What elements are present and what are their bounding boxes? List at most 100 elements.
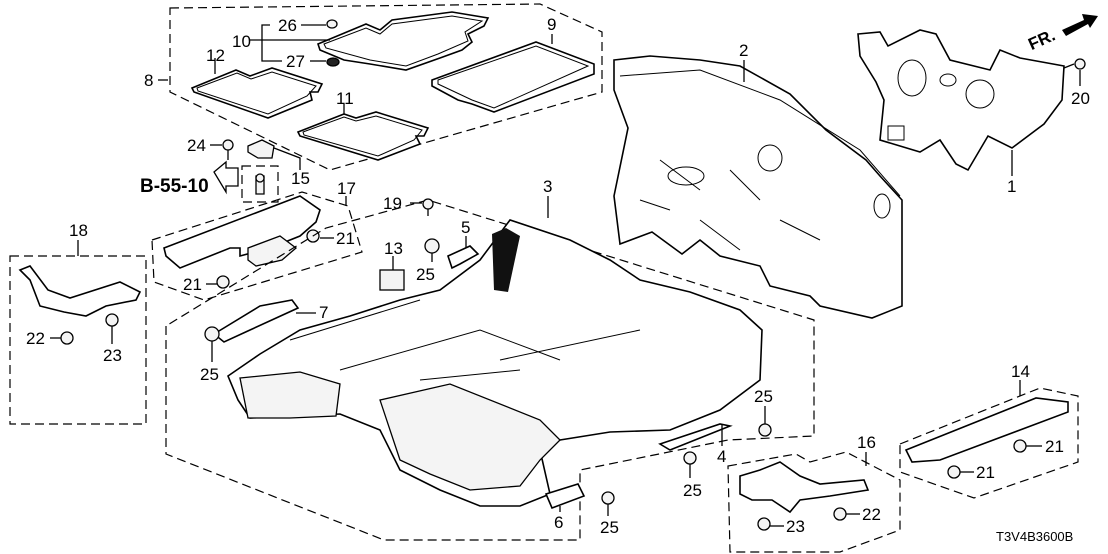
clip-25[interactable] bbox=[758, 423, 772, 437]
front-direction-label: FR. bbox=[1025, 26, 1058, 54]
kick-panel-16[interactable] bbox=[739, 461, 870, 514]
callout-26: 26 bbox=[278, 16, 297, 35]
dashboard-insulator[interactable] bbox=[613, 55, 903, 319]
kick-panel-16-group bbox=[727, 451, 901, 553]
callout-12: 12 bbox=[206, 46, 225, 65]
callout-21: 21 bbox=[976, 463, 995, 482]
mat-edge-detail bbox=[302, 115, 423, 157]
callout-18: 18 bbox=[69, 221, 88, 240]
clip-22[interactable] bbox=[60, 331, 74, 345]
floor-mat-set-group bbox=[158, 3, 603, 171]
clip-25[interactable] bbox=[601, 491, 615, 505]
insulator-hole bbox=[939, 73, 957, 87]
dashboard-insulator-body[interactable] bbox=[613, 55, 903, 319]
carpet-pad bbox=[492, 228, 520, 292]
fastener-15[interactable] bbox=[247, 139, 275, 159]
reference-arrow-icon bbox=[213, 160, 239, 195]
reference-box bbox=[241, 165, 279, 203]
callout-3: 3 bbox=[543, 177, 552, 196]
clip-20[interactable] bbox=[1063, 58, 1086, 86]
callout-5: 5 bbox=[461, 218, 470, 237]
clip-22[interactable] bbox=[833, 507, 847, 521]
clip-13[interactable] bbox=[379, 269, 405, 291]
floor-carpet-boundary bbox=[165, 199, 815, 541]
callout-25: 25 bbox=[200, 365, 219, 384]
rear-floor-mat[interactable] bbox=[431, 41, 595, 113]
bracket-4[interactable] bbox=[658, 423, 733, 451]
clip-21[interactable] bbox=[216, 275, 230, 289]
insulator-hole bbox=[873, 193, 891, 219]
callout-17: 17 bbox=[337, 179, 356, 198]
callout-8: 8 bbox=[144, 71, 153, 90]
callout-24: 24 bbox=[187, 136, 206, 155]
clip-21[interactable] bbox=[947, 465, 961, 479]
clip-head bbox=[1074, 58, 1086, 70]
cross-reference-link[interactable]: B-55-10 bbox=[140, 176, 209, 197]
callout-16: 16 bbox=[857, 433, 876, 452]
clip-23[interactable] bbox=[757, 517, 771, 531]
callout-23: 23 bbox=[786, 517, 805, 536]
callout-13: 13 bbox=[384, 239, 403, 258]
insulator-ridge bbox=[619, 69, 901, 197]
dashboard-outer-insulator[interactable] bbox=[857, 29, 1065, 176]
kick-panel-18-boundary bbox=[9, 255, 147, 425]
callout-1: 1 bbox=[1007, 177, 1016, 196]
callout-9: 9 bbox=[547, 15, 556, 34]
callout-7: 7 bbox=[319, 303, 328, 322]
floor-mat-set-boundary bbox=[169, 3, 603, 171]
clip-21[interactable] bbox=[1013, 439, 1027, 453]
grommet-27[interactable] bbox=[326, 57, 340, 67]
callout-4: 4 bbox=[717, 447, 726, 466]
front-passenger-floor-mat[interactable] bbox=[190, 67, 324, 119]
callout-6: 6 bbox=[554, 513, 563, 532]
callout-11: 11 bbox=[336, 89, 354, 108]
side-sill-garnish-17[interactable] bbox=[163, 195, 321, 269]
mat-hook-clip-26[interactable] bbox=[326, 19, 338, 29]
side-sill-garnish-14[interactable] bbox=[904, 397, 1069, 463]
callout-labels: 1 2 3 4 5 6 7 8 9 10 11 12 13 14 15 16 1… bbox=[26, 15, 1090, 537]
kick-panel-18-group bbox=[9, 240, 147, 425]
callout-19: 19 bbox=[383, 194, 402, 213]
callout-2: 2 bbox=[739, 41, 748, 60]
front-direction-indicator: FR. bbox=[1025, 14, 1098, 54]
callout-10: 10 bbox=[232, 32, 251, 51]
bracket-6[interactable] bbox=[544, 483, 586, 510]
callout-27: 27 bbox=[286, 52, 305, 71]
clip-25[interactable] bbox=[424, 238, 440, 254]
callout-21: 21 bbox=[183, 275, 202, 294]
callout-21: 21 bbox=[1045, 437, 1064, 456]
callout-23: 23 bbox=[103, 346, 122, 365]
garnish-17-boundary bbox=[151, 191, 363, 301]
insulator-hole bbox=[965, 79, 995, 109]
callout-14: 14 bbox=[1011, 362, 1030, 381]
clip-23[interactable] bbox=[105, 313, 119, 327]
callout-22: 22 bbox=[862, 505, 881, 524]
floor-carpet[interactable] bbox=[227, 219, 763, 507]
insulator-detail-lines bbox=[639, 159, 821, 251]
insulator-cutout bbox=[887, 125, 905, 141]
drawing-code: T3V4B3600B bbox=[996, 529, 1073, 544]
callout-22: 22 bbox=[26, 329, 45, 348]
screw-24[interactable] bbox=[222, 139, 234, 151]
insulator-hole bbox=[897, 59, 927, 97]
cross-reference-group bbox=[210, 139, 301, 203]
garnish-14-boundary bbox=[899, 387, 1079, 499]
kick-panel-18[interactable] bbox=[18, 265, 142, 317]
screw-19[interactable] bbox=[422, 198, 434, 210]
insulator-hole bbox=[757, 144, 783, 172]
carpet-detail-lines bbox=[289, 299, 641, 381]
callout-25: 25 bbox=[683, 481, 702, 500]
mat-edge-detail bbox=[196, 71, 317, 115]
insulator-hole bbox=[667, 166, 705, 186]
callout-21: 21 bbox=[336, 229, 355, 248]
trim-piece-7[interactable] bbox=[212, 299, 300, 343]
outer-insulator-body[interactable] bbox=[857, 29, 1065, 172]
driver-floor-mat[interactable] bbox=[317, 11, 490, 71]
callout-25: 25 bbox=[416, 265, 435, 284]
leader-bracket-10 bbox=[261, 24, 282, 62]
callout-20: 20 bbox=[1071, 89, 1090, 108]
clip-25[interactable] bbox=[683, 451, 697, 465]
clip-25[interactable] bbox=[204, 326, 220, 342]
leader-line bbox=[1063, 63, 1075, 69]
